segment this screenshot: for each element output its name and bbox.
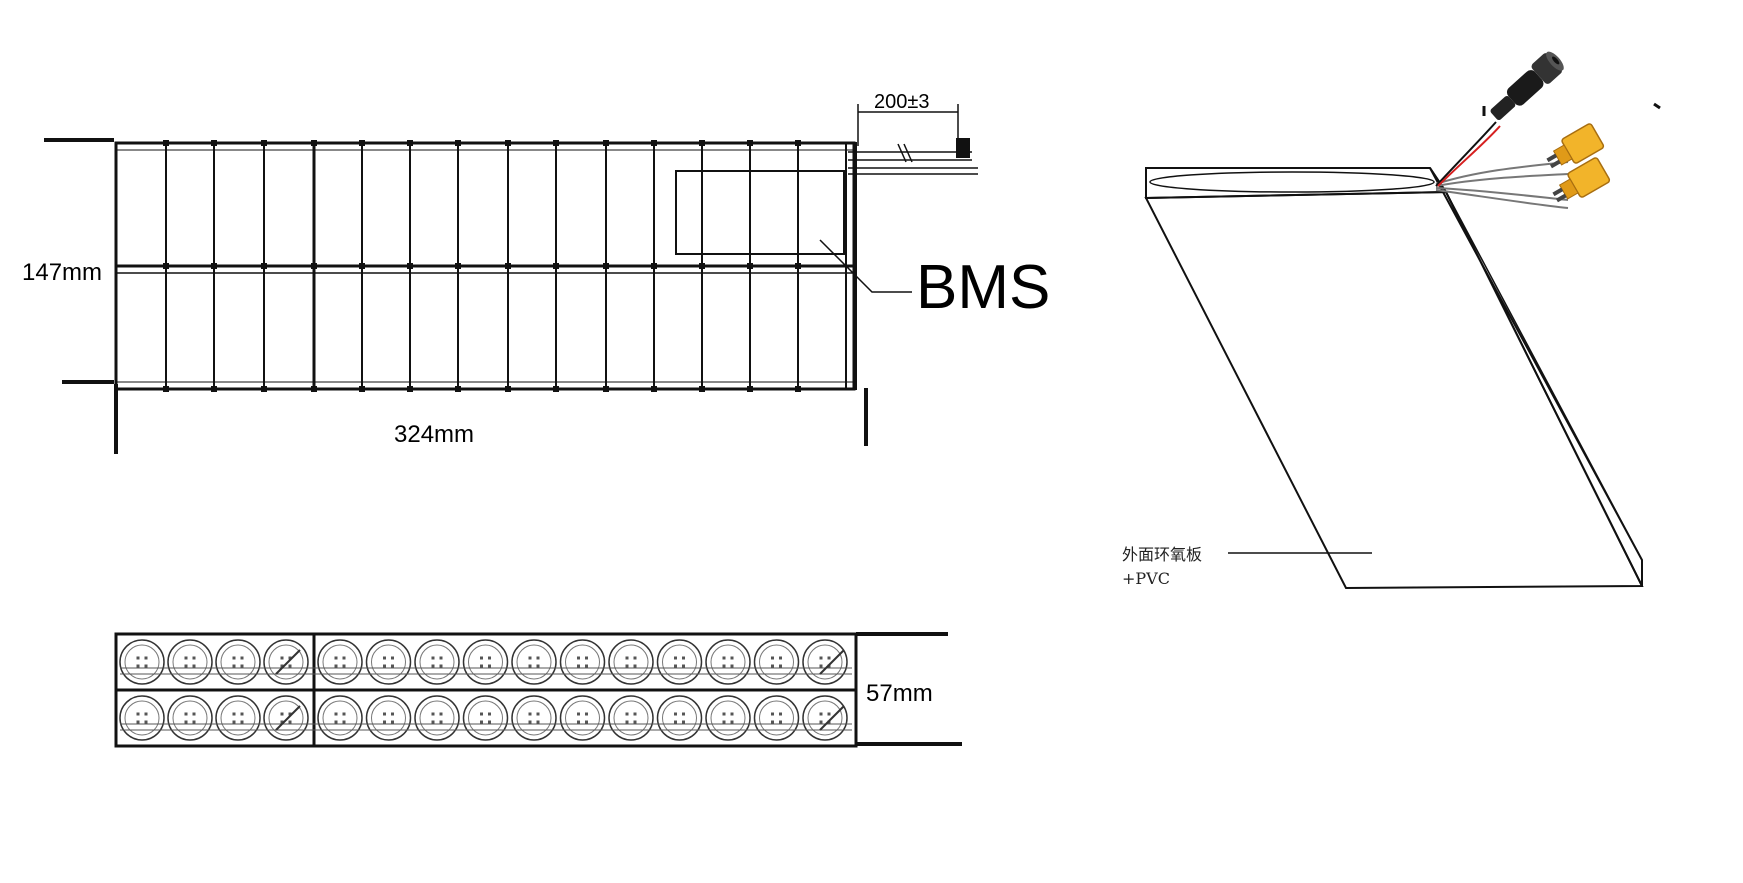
cell-tab <box>553 140 559 146</box>
cell-tab <box>651 386 657 392</box>
cell-columns <box>163 140 801 392</box>
cell-tab <box>603 263 609 269</box>
cell-tab <box>747 386 753 392</box>
cell-tab <box>553 263 559 269</box>
cell-tab <box>795 386 801 392</box>
cylindrical-cell <box>656 695 703 741</box>
height-label: 147mm <box>22 259 102 286</box>
cylindrical-cell <box>753 695 800 741</box>
side-view: 57mm <box>114 632 962 748</box>
cylindrical-cell <box>656 639 703 685</box>
cell-tab <box>311 140 317 146</box>
wire-length-dimension: 200±3 <box>857 91 959 146</box>
xt60-connector-icon <box>1546 123 1611 203</box>
cell-tab <box>795 140 801 146</box>
thickness-dimension: 57mm <box>854 632 962 746</box>
cylindrical-cell <box>511 695 557 741</box>
cell-tab <box>699 386 705 392</box>
cell-tab <box>163 263 169 269</box>
cylindrical-cell <box>119 639 165 685</box>
cylindrical-cell <box>802 695 848 741</box>
isometric-view: 外面环氧板 +PVC <box>1122 51 1661 590</box>
cylindrical-cell <box>559 695 606 741</box>
cylindrical-cell <box>317 695 363 741</box>
cylindrical-cell <box>317 639 363 685</box>
casing-note-line1: 外面环氧板 <box>1122 545 1202 564</box>
cell-tab <box>163 140 169 146</box>
cell-tab <box>359 263 365 269</box>
cell-tab <box>311 263 317 269</box>
cylindrical-cell <box>802 639 848 685</box>
cell-tab <box>603 140 609 146</box>
cylindrical-cell <box>263 639 309 685</box>
pack-front-face <box>1144 190 1644 590</box>
cylindrical-cell <box>167 639 213 685</box>
cell-tab <box>407 386 413 392</box>
cylindrical-cell <box>215 639 261 685</box>
pack-side-face <box>1429 167 1643 587</box>
width-dimension: 324mm <box>114 384 868 454</box>
cylindrical-cell <box>705 639 751 685</box>
cell-tab <box>505 386 511 392</box>
cylindrical-cell <box>608 695 654 741</box>
cell-tab <box>407 140 413 146</box>
cylindrical-cell <box>365 695 412 741</box>
height-dimension: 147mm <box>22 138 114 384</box>
cell-tab <box>455 386 461 392</box>
cell-tab <box>211 263 217 269</box>
cylindrical-cell <box>414 639 460 685</box>
bms-label: BMS <box>916 253 1050 322</box>
top-view: BMS 200±3 147mm 324mm <box>22 91 1050 454</box>
cell-tab <box>747 263 753 269</box>
cell-tab <box>455 263 461 269</box>
cell-tab <box>359 386 365 392</box>
cell-tab <box>699 140 705 146</box>
pack-cables <box>1435 121 1569 209</box>
cylindrical-cell <box>462 639 509 685</box>
cylindrical-cell <box>705 695 751 741</box>
side-cells <box>119 639 852 741</box>
cell-tab <box>359 140 365 146</box>
cylindrical-cell <box>365 639 412 685</box>
cell-tab <box>163 386 169 392</box>
cell-tab <box>505 263 511 269</box>
cylindrical-cell <box>511 639 557 685</box>
cell-tab <box>651 263 657 269</box>
bms-board <box>675 170 845 255</box>
wire-length-label: 200±3 <box>874 91 929 113</box>
cell-tab <box>211 140 217 146</box>
cell-tab <box>699 263 705 269</box>
width-label: 324mm <box>394 421 474 448</box>
cell-tab <box>261 386 267 392</box>
dc-barrel-plug-icon <box>1490 51 1564 120</box>
cell-tab <box>747 140 753 146</box>
bms-leader-line <box>819 239 912 293</box>
cylindrical-cell <box>119 695 165 741</box>
cell-tab <box>505 140 511 146</box>
cell-tab <box>553 386 559 392</box>
cylindrical-cell <box>167 695 213 741</box>
cylindrical-cell <box>559 639 606 685</box>
cell-tab <box>311 386 317 392</box>
cell-tab <box>407 263 413 269</box>
cell-tab <box>603 386 609 392</box>
output-wires <box>848 138 978 175</box>
cylindrical-cell <box>753 639 800 685</box>
cylindrical-cell <box>608 639 654 685</box>
cylindrical-cell <box>414 695 460 741</box>
cell-tab <box>261 263 267 269</box>
cell-tab <box>261 140 267 146</box>
casing-note-line2: +PVC <box>1122 569 1170 588</box>
cell-tab <box>211 386 217 392</box>
cylindrical-cell <box>263 695 309 741</box>
cell-tab <box>795 263 801 269</box>
thickness-label: 57mm <box>866 680 933 707</box>
cylindrical-cell <box>215 695 261 741</box>
cell-tab <box>455 140 461 146</box>
cylindrical-cell <box>462 695 509 741</box>
cell-tab <box>651 140 657 146</box>
